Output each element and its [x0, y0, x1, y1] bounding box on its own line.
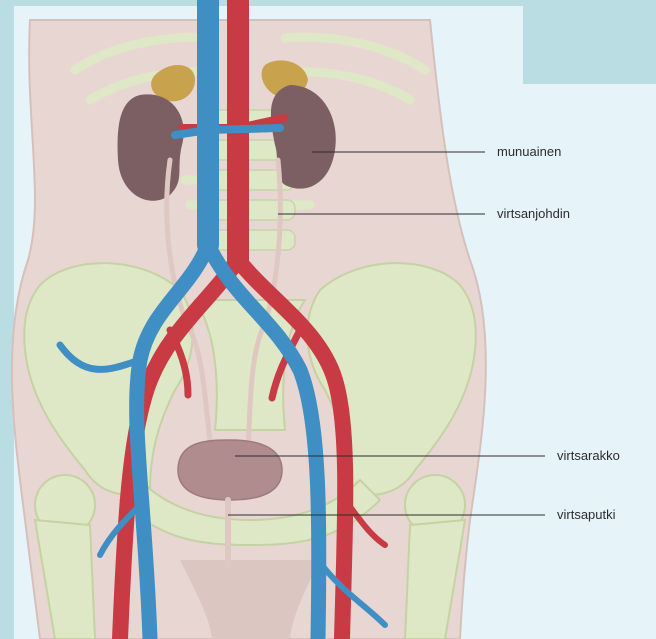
label-ureter: virtsanjohdin [497, 206, 570, 221]
label-urethra: virtsaputki [557, 507, 616, 522]
left-kidney [118, 94, 184, 200]
bladder [178, 440, 282, 500]
label-bladder: virtsarakko [557, 448, 620, 463]
label-kidney: munuainen [497, 144, 561, 159]
